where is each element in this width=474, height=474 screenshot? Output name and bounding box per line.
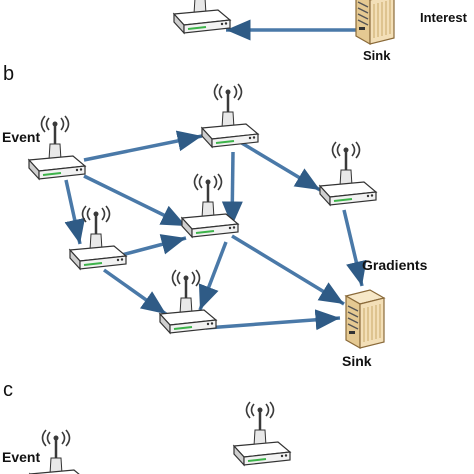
panel-b-letter: b xyxy=(3,63,14,85)
panel-b-links xyxy=(64,130,367,331)
gradients-label: Gradients xyxy=(362,257,428,273)
interest-label: Interest xyxy=(420,10,468,25)
sink-server-icon xyxy=(355,0,395,45)
sensor-node-icon-center xyxy=(180,172,240,239)
link-leftnode-bottomnode xyxy=(102,268,168,316)
link-rightnode-sink xyxy=(342,209,367,287)
sink-label-a: Sink xyxy=(363,48,391,63)
link-centernode-bottomnode xyxy=(198,241,228,311)
link-centernode-sink xyxy=(231,234,345,306)
link-bottomnode-sink xyxy=(205,309,341,331)
panel-c-letter: c xyxy=(3,379,13,401)
event-node-icon xyxy=(27,114,87,181)
sensor-node-icon-c-right xyxy=(232,400,292,467)
sensor-node-icon-right xyxy=(318,140,378,207)
link-event-leftnode xyxy=(64,179,86,245)
link-topnode-centernode xyxy=(221,151,243,227)
link-event-centernode xyxy=(83,174,187,228)
sink-label-b: Sink xyxy=(342,353,372,369)
event-label-b: Event xyxy=(2,129,40,145)
sink-server-icon-b xyxy=(345,289,385,349)
link-topnode-rightnode xyxy=(239,140,321,192)
link-event-topnode xyxy=(83,130,203,162)
panel-b: b Event Gradients Sink xyxy=(2,63,428,369)
panel-c: c Event xyxy=(2,379,292,474)
sensor-node-icon-top xyxy=(200,82,260,149)
event-label-c: Event xyxy=(2,449,40,465)
sensor-node-icon-bottom xyxy=(158,268,218,335)
link-leftnode-centernode xyxy=(117,234,187,258)
sensor-node-icon xyxy=(172,0,232,35)
panel-a: Interest Sink xyxy=(172,0,468,63)
